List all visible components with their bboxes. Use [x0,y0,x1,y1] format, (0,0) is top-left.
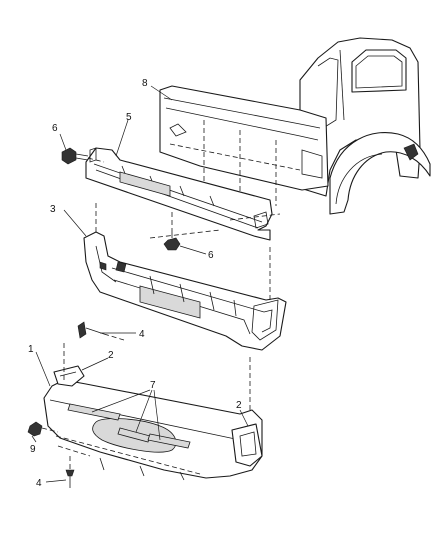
bolt-left [61,147,105,165]
callout-1: 1 [28,344,34,355]
callout-7: 7 [150,380,156,391]
callout-5: 5 [126,112,132,123]
callout-3: 3 [50,204,56,215]
callout-4-lower: 4 [36,478,42,489]
assembly-lines [63,200,281,410]
bumper-reinforcement-beam [85,147,273,241]
rear-bumper-fascia [43,365,263,481]
callout-4-upper: 4 [139,329,145,340]
energy-absorber [83,231,287,351]
callout-labels: 8 5 6 3 6 4 1 2 7 2 9 4 [28,78,242,489]
bolt-right [163,212,181,251]
callout-2-upper: 2 [108,350,114,361]
callout-2-right: 2 [236,400,242,411]
push-pin-upper [77,321,125,341]
callout-8: 8 [142,78,148,89]
push-pin-lower [65,456,75,488]
callout-9: 9 [30,444,36,455]
callout-6-right: 6 [208,250,214,261]
screw [27,421,59,437]
vehicle-body [159,37,431,215]
leader-lines [31,85,249,483]
callout-6-left: 6 [52,123,58,134]
